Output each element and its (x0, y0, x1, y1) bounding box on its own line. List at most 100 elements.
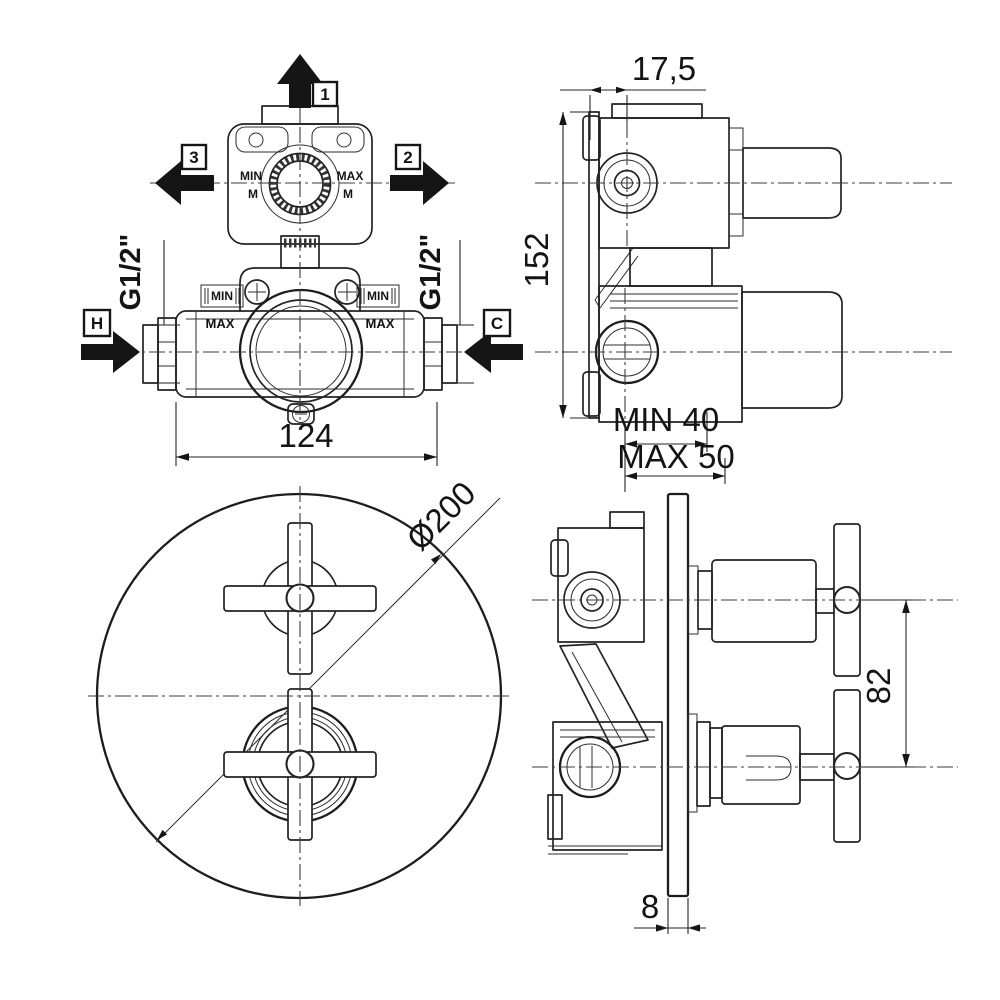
dim-max50-text: MAX 50 (617, 438, 734, 475)
outlet1-tag: 1 (320, 85, 329, 104)
upper-valve-step (609, 511, 645, 529)
thermostat-outlet-cylinder (741, 291, 843, 409)
hot-inlet-arrow (81, 331, 140, 373)
diverter-max-label: MAX (337, 169, 364, 183)
drain-plug-circle (292, 405, 310, 423)
screw-left (244, 279, 270, 305)
diverter-min-label: MIN (240, 169, 262, 183)
z-brace-inner (571, 651, 623, 743)
cold-inlet-arrow (464, 331, 523, 373)
dim-max50-arrow-left (625, 472, 637, 480)
cartridge-cap-mid (249, 299, 353, 403)
hot-inlet-tag-box (82, 308, 112, 338)
dim-8-extensions (667, 898, 689, 934)
upper-bracket-clip (550, 539, 569, 577)
outlet1-tag-box (311, 80, 339, 108)
wall-plate-side (666, 492, 690, 898)
view-side-trim: 82 8 (532, 492, 958, 934)
thermostat-max-right-label: MAX (366, 316, 395, 331)
dim-124-text: 124 (278, 417, 333, 454)
lower-handle-hub-side (832, 751, 862, 781)
diameter-arrow-upper (430, 554, 441, 565)
bracket-clip-top (582, 115, 601, 161)
dim-152-extensions (570, 111, 600, 419)
dim-82-arrow-bottom (902, 754, 910, 767)
diverter-knurl-ring (269, 153, 331, 215)
dim-82-text: 82 (860, 668, 897, 705)
neck-side (629, 247, 713, 287)
dim-152-arrow-bottom (559, 405, 567, 418)
dim-8-arrow-right (688, 924, 700, 932)
min-plate-right (356, 284, 400, 308)
diverter-tab-top (728, 127, 744, 151)
dim-82-extensions (862, 599, 914, 768)
lower-base-lines (548, 845, 662, 855)
z-brace (559, 643, 649, 749)
upper-trim-knob (687, 523, 862, 677)
min-plate-left-knurl (204, 288, 240, 304)
bracket-foot-bottom (582, 371, 601, 417)
lower-valve-ribs (560, 729, 655, 738)
dim-max50-arrow-right (713, 472, 725, 480)
diameter-arrow-lower (157, 829, 168, 840)
thread-callouts: G1/2" G1/2" (115, 234, 474, 384)
dimension-offset-17-5: 17,5 (560, 50, 706, 140)
outlet3-arrow-left (155, 161, 214, 205)
dim-124-arrow-right (424, 453, 437, 461)
diameter-line (155, 497, 501, 843)
diverter-max-sub-label: M (343, 187, 353, 201)
dim-17-5-text: 17,5 (632, 50, 696, 87)
min-plate-right-knurl (360, 288, 396, 304)
lower-trim-knob (687, 689, 862, 843)
port-hex-left (157, 317, 177, 391)
thread-label-left: G1/2" (115, 234, 147, 311)
view-front-trim: Ø200 (88, 474, 512, 906)
thermostat-min-right-label: MIN (367, 289, 389, 303)
dim-min40-text: MIN 40 (613, 401, 719, 438)
lower-knob-neck1 (687, 713, 698, 813)
gusset-brace (594, 247, 639, 309)
dim-17-5-extensions (589, 95, 628, 140)
outlet2-tag-box (394, 143, 422, 171)
cold-inlet-tag: C (491, 314, 503, 333)
outlet3-tag: 3 (189, 148, 198, 167)
dim-17-5-arrow-right (616, 86, 627, 94)
dim-min40-arrow-right (695, 440, 707, 448)
screw-right (334, 279, 360, 305)
lower-knob-slot (746, 755, 792, 781)
screw-right-cross (338, 283, 356, 301)
diverter-ear-hole-right (336, 132, 352, 148)
upper-knob-cylinder (711, 559, 817, 643)
thermostat-min-left-label: MIN (211, 289, 233, 303)
diverter-tab-bottom (728, 213, 744, 237)
lower-bracket-foot (547, 794, 563, 840)
thermostat-cylinder-steps (186, 311, 414, 397)
min-plate-left (200, 284, 244, 308)
cold-inlet-tag-box (482, 308, 512, 338)
diverter-min-sub-label: M (248, 187, 258, 201)
outlet3-tag-box (180, 143, 208, 171)
thread-label-right: G1/2" (415, 234, 447, 311)
thermostat-side-slot (604, 344, 650, 360)
side-rough-body (582, 103, 843, 423)
diverter-ear-right (311, 126, 365, 153)
lower-knob-neck2 (696, 721, 711, 807)
outlet1-arrow-up (277, 54, 323, 108)
port-hex-right (423, 317, 443, 391)
front-trim-centerlines (88, 486, 512, 906)
dim-124-extensions (175, 402, 438, 466)
dimension-depth-min40-max50: MIN 40 MAX 50 (613, 401, 735, 492)
port-stub-right (441, 324, 458, 384)
outlet2-arrow-right (390, 161, 449, 205)
dim-124-arrow-left (176, 453, 189, 461)
dim-17-5-arrow-left (590, 86, 601, 94)
side-rough-centerlines (535, 122, 952, 420)
screw-left-cross (248, 283, 266, 301)
thread-left-extension (150, 240, 180, 384)
dim-8-text: 8 (641, 888, 659, 925)
lower-knob-cylinder (721, 725, 801, 805)
diverter-outlet-cylinder (742, 147, 842, 219)
diverter-block-step (611, 103, 703, 119)
port-hex-left-facets (158, 341, 176, 367)
